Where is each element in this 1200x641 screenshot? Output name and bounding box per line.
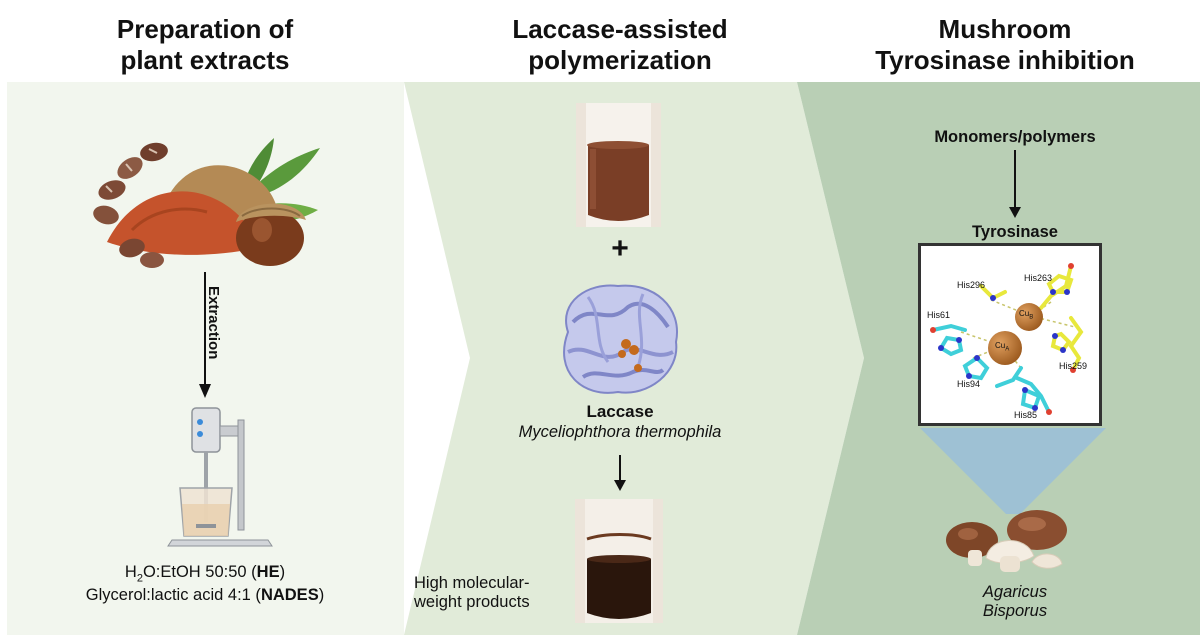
overhead-stirrer-icon [167, 407, 273, 547]
copper-b-sphere [1015, 303, 1043, 331]
solvent-he-suffix: ) [279, 563, 286, 581]
panel-2-title: Laccase-assisted polymerization [440, 14, 800, 76]
copper-a-label: CuA [995, 341, 1009, 353]
copper-a-sphere [988, 331, 1022, 365]
panel-2-title-line1: Laccase-assisted [512, 14, 728, 44]
species-label-line2: Bisporus [982, 602, 1048, 620]
copper-b-label: CuB [1019, 309, 1033, 321]
tyrosinase-label: Tyrosinase [972, 223, 1058, 241]
panel-1-title-line2: plant extracts [120, 45, 290, 75]
copper-b-main: Cu [1019, 309, 1030, 318]
vial-icon-initial [576, 103, 661, 227]
solvent-he-sub: 2 [136, 572, 143, 585]
solvent-nades-suffix: ) [318, 586, 325, 604]
plus-sign: + [611, 232, 629, 265]
solvent-nades-bold: NADES [260, 586, 319, 604]
laccase-name: Laccase [586, 402, 654, 421]
panel-2-title-line2: polymerization [528, 45, 712, 75]
product-label: High molecular- weight products [414, 574, 574, 612]
copper-a-main: Cu [995, 341, 1006, 350]
mushroom-icon [946, 510, 1067, 572]
residue-his296: His296 [957, 280, 986, 290]
vial-icon-product [575, 499, 663, 623]
panel-3-title: Mushroom Tyrosinase inhibition [840, 14, 1170, 76]
zoom-funnel [920, 428, 1106, 514]
product-label-line1: High molecular- [414, 574, 530, 592]
residue-his61: His61 [927, 310, 951, 320]
panel-3-title-line2: Tyrosinase inhibition [875, 45, 1135, 75]
extraction-arrow [199, 272, 211, 398]
polymerization-arrow [614, 455, 626, 491]
solvent-he-prefix: H [124, 563, 137, 581]
panel-1-title: Preparation of plant extracts [40, 14, 370, 76]
laccase-source: Myceliophthora thermophila [518, 423, 722, 441]
active-site-frame: His296 His263 His61 His259 His94 His85 C… [918, 243, 1102, 426]
copper-b-sub: B [1029, 314, 1034, 321]
plant-material-icon [93, 138, 320, 268]
laccase-structure-icon [563, 284, 679, 394]
residue-his94: His94 [957, 379, 981, 389]
solvent-nades-prefix: Glycerol:lactic acid 4:1 ( [85, 586, 261, 604]
substrate-label: Monomers/polymers [934, 128, 1096, 146]
solvent-he-bold: HE [256, 563, 280, 581]
inhibition-arrow [1009, 150, 1021, 218]
solvent-nades-label: Glycerol:lactic acid 4:1 (NADES) [30, 586, 380, 605]
product-label-line2: weight products [414, 593, 530, 611]
residue-his263: His263 [1024, 273, 1053, 283]
species-label: Agaricus Bisporus [930, 583, 1100, 621]
species-label-line1: Agaricus [982, 583, 1048, 601]
extraction-label: Extraction [205, 286, 222, 360]
solvent-he-label: H2O:EtOH 50:50 (HE) [40, 563, 370, 584]
solvent-he-mid: O:EtOH 50:50 ( [142, 563, 257, 581]
residue-his259: His259 [1059, 361, 1088, 371]
panel-1-title-line1: Preparation of [116, 14, 294, 44]
panel-3-title-line1: Mushroom [938, 14, 1072, 44]
copper-a-sub: A [1005, 346, 1010, 353]
residue-his85: His85 [1014, 410, 1038, 420]
active-site-icon [930, 263, 1084, 415]
